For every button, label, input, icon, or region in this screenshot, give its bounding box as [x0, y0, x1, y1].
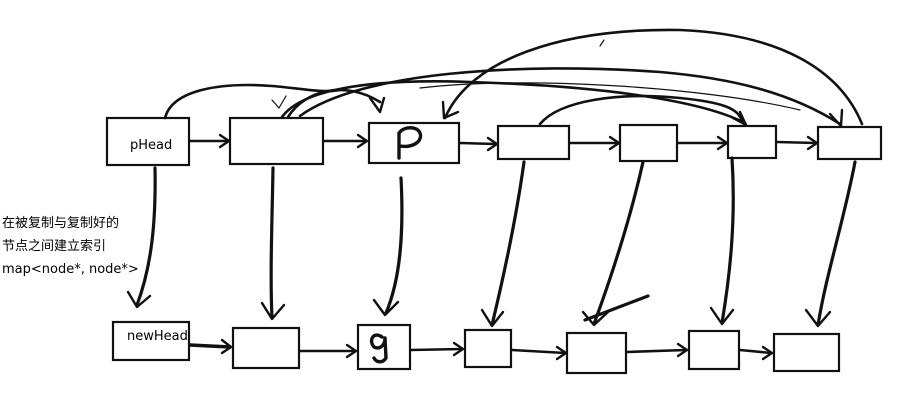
copy-list-row: newHead [111, 320, 841, 375]
copy-node-5 [687, 329, 741, 371]
original-node-1 [228, 116, 325, 166]
copy-mapping-arrows [126, 156, 857, 328]
original-node-5 [726, 124, 778, 160]
original-list-row: pHead [105, 28, 883, 167]
copy-head-label: newHead [127, 329, 188, 344]
copy-node-q-mark [369, 333, 388, 364]
original-head-node [105, 116, 191, 167]
original-head-label: pHead [130, 138, 172, 153]
note-line-1: 在被复制与复制好的 [2, 216, 120, 231]
copy-node-6 [772, 332, 841, 373]
original-node-3 [496, 124, 571, 161]
copy-node-3 [463, 328, 513, 369]
random-pointer-arrows [163, 28, 864, 128]
copy-node-1 [231, 326, 301, 370]
original-node-p-mark [397, 126, 423, 160]
copy-head-node [111, 320, 191, 362]
note-line-3: map<node*, node*> [2, 262, 139, 277]
original-node-6 [816, 125, 883, 161]
note-line-2: 节点之间建立索引 [2, 239, 107, 254]
copy-node-4 [565, 331, 628, 375]
copy-next-arrows [188, 338, 774, 361]
original-node-4 [618, 123, 679, 163]
original-next-arrows [188, 133, 819, 152]
index-map-note: 在被复制与复制好的 节点之间建立索引 map<node*, node*> [2, 212, 162, 281]
